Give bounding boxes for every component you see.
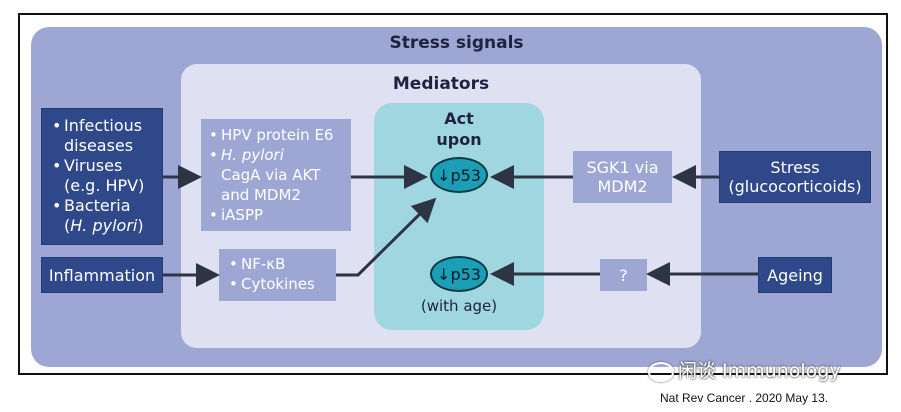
infectious-list: Infectious diseases Viruses (e.g. HPV) B… xyxy=(50,116,158,236)
act-upon-title: Act upon xyxy=(374,108,544,150)
list-item: Infectious diseases xyxy=(50,116,158,156)
act-title-line2: upon xyxy=(436,130,482,149)
p53-decrease-node-top: ↓p53 xyxy=(430,157,488,193)
list-item: H. pylori CagA via AKT and MDM2 xyxy=(207,145,347,205)
mediators-title: Mediators xyxy=(392,74,490,94)
ageing-box: Ageing xyxy=(758,257,832,293)
hpv-list: HPV protein E6 H. pylori CagA via AKT an… xyxy=(207,125,347,225)
act-title-line1: Act xyxy=(444,109,474,128)
citation: Nat Rev Cancer . 2020 May 13. xyxy=(660,391,829,405)
watermark: 闲谈 Immunology xyxy=(648,356,841,383)
sgk1-mdm2-box: SGK1 via MDM2 xyxy=(573,151,672,203)
unknown-mediator-box: ? xyxy=(600,259,647,291)
stress-glucocorticoids-box: Stress (glucocorticoids) xyxy=(719,151,871,203)
list-item: Viruses (e.g. HPV) xyxy=(50,156,158,196)
hpv-mediators-box: HPV protein E6 H. pylori CagA via AKT an… xyxy=(201,119,351,231)
nfkb-cytokines-box: NF-κB Cytokines xyxy=(219,249,336,301)
act-upon-panel xyxy=(374,103,544,330)
list-item: iASPP xyxy=(207,205,347,225)
infectious-diseases-box: Infectious diseases Viruses (e.g. HPV) B… xyxy=(41,108,163,245)
nfkb-list: NF-κB Cytokines xyxy=(227,254,332,294)
inflammation-box: Inflammation xyxy=(41,257,163,293)
list-item: NF-κB xyxy=(227,254,332,274)
p53-decrease-node-bottom: ↓p53 xyxy=(430,256,488,292)
list-item: HPV protein E6 xyxy=(207,125,347,145)
stress-signals-title: Stress signals xyxy=(389,33,524,53)
arrow-nfkb-to-p53 xyxy=(336,197,437,277)
with-age-label: (with age) xyxy=(420,297,498,315)
list-item: Cytokines xyxy=(227,274,332,294)
list-item: Bacteria (H. pylori) xyxy=(50,196,158,236)
chat-bubble-icon xyxy=(648,361,674,382)
